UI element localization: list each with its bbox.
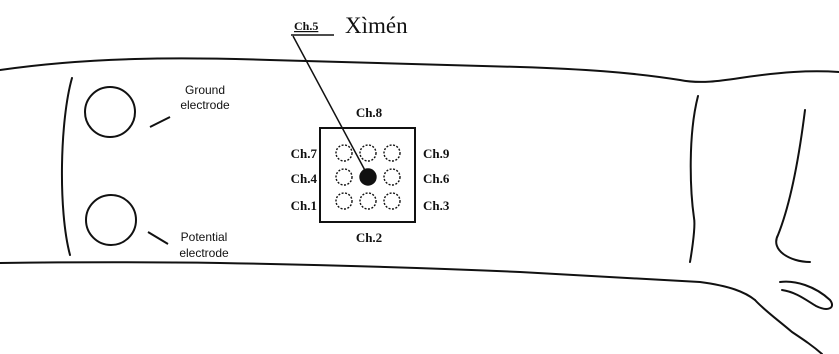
channel-label-left-1: Ch.7 [291,146,318,161]
body-outline [0,57,839,354]
electrode-grid-box [319,127,416,223]
channel-label-right-1: Ch.9 [423,146,450,161]
electrode-grid-dots [335,144,401,210]
body-top-edge [0,57,839,83]
channel-label-left-3: Ch.1 [291,198,317,213]
title-leader-line [292,35,369,177]
potential-electrode-label-line2: electrode [179,246,229,260]
channel-label-top: Ch.8 [356,105,383,120]
electrode-dot [383,192,401,210]
title-point-name: Xìmén [345,13,408,38]
acupoint-title: Ch.5 Xìmén [291,13,408,177]
electrode-dot [335,168,353,186]
electrode-dot [383,144,401,162]
ground-electrode-leader [149,116,171,128]
ground-electrode-circle [84,86,136,138]
potential-electrode-circle [85,194,137,246]
channel-label-right-2: Ch.6 [423,171,450,186]
electrode-grid [319,127,416,223]
ground-electrode-label-line2: electrode [180,98,230,112]
electrode-dot [383,168,401,186]
electrode-dot [335,144,353,162]
potential-electrode-leader [147,231,169,245]
potential-electrode: Potential electrode [85,194,229,260]
channel-label-right-3: Ch.3 [423,198,450,213]
paw-lower-line [754,299,823,354]
ground-electrode-label-line1: Ground [185,83,225,97]
electrode-dot [359,144,377,162]
title-channel-label: Ch.5 [294,19,318,33]
electrode-dot [335,192,353,210]
paw-upper-line [775,109,811,263]
paw-toe [779,280,834,310]
channel-label-left-2: Ch.4 [291,171,318,186]
electrode-dot-active [359,168,377,186]
body-right-fold [689,95,699,263]
electrode-dot [359,192,377,210]
ground-electrode: Ground electrode [84,83,230,138]
channel-label-bottom: Ch.2 [356,230,382,245]
potential-electrode-label-line1: Potential [181,230,228,244]
body-bottom-edge [0,261,756,301]
body-left-fold [60,77,73,256]
channel-labels: Ch.8 Ch.2 Ch.7 Ch.4 Ch.1 Ch.9 Ch.6 Ch.3 [291,105,450,245]
